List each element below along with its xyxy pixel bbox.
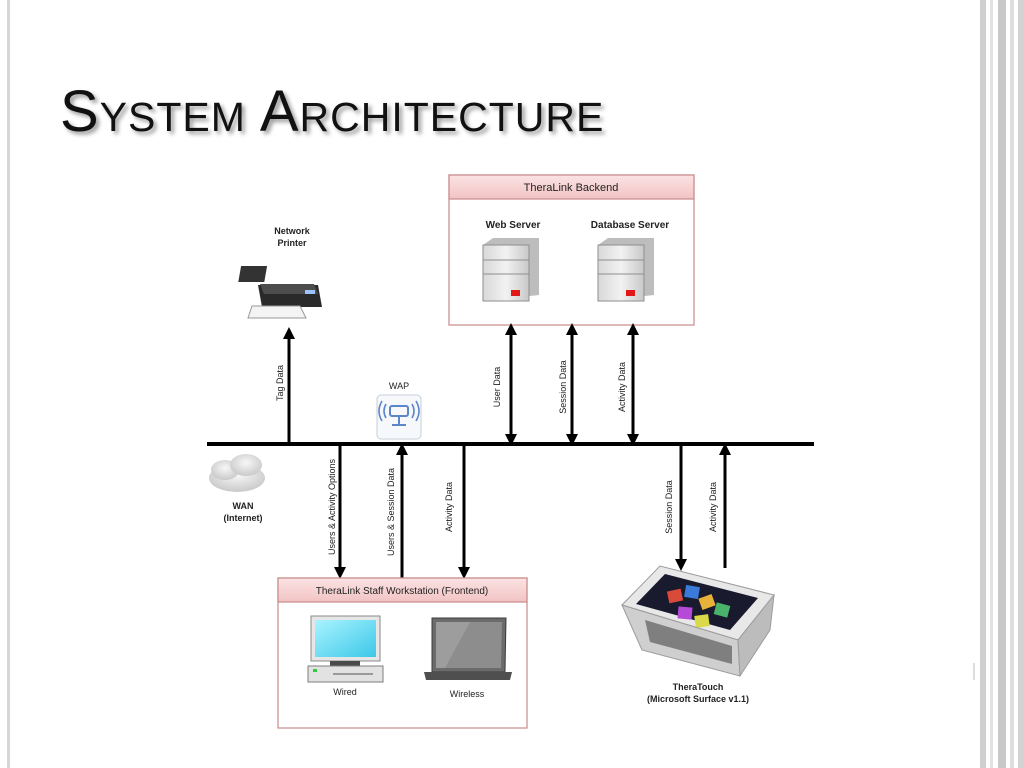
wired-label: Wired xyxy=(333,687,357,697)
svg-text:TheraTouch: TheraTouch xyxy=(673,682,724,692)
wan-label: WAN (Internet) xyxy=(224,501,263,523)
desktop-computer-icon xyxy=(307,615,384,683)
wireless-access-point-icon xyxy=(376,394,422,440)
users-activity-options-label: Users & Activity Options xyxy=(327,458,337,555)
theratouch-session-data-label: Session Data xyxy=(664,480,674,534)
cloud-icon xyxy=(209,454,265,492)
laptop-icon xyxy=(424,617,512,680)
wap-label: WAP xyxy=(389,381,409,391)
frontend-title: TheraLink Staff Workstation (Frontend) xyxy=(316,586,489,597)
wireless-label: Wireless xyxy=(450,689,485,699)
surface-table-icon xyxy=(621,565,775,678)
svg-text:Printer: Printer xyxy=(277,238,307,248)
users-session-data-label: Users & Session Data xyxy=(386,468,396,556)
theratouch-activity-data-label: Activity Data xyxy=(708,482,718,532)
left-border xyxy=(7,0,10,768)
database-server-label: Database Server xyxy=(591,220,669,231)
theratouch-label: TheraTouch (Microsoft Surface v1.1) xyxy=(647,682,749,704)
tag-data-label: Tag Data xyxy=(275,365,285,401)
activity-data-label: Activity Data xyxy=(617,362,627,412)
session-data-label: Session Data xyxy=(558,360,568,414)
slide-title: System Architecture xyxy=(60,79,605,144)
workstation-activity-data-label: Activity Data xyxy=(444,482,454,532)
web-server-icon xyxy=(482,238,539,302)
printer-icon xyxy=(238,266,322,319)
svg-text:(Microsoft Surface v1.1): (Microsoft Surface v1.1) xyxy=(647,694,749,704)
svg-text:Network: Network xyxy=(274,226,311,236)
right-border-rails xyxy=(976,0,1024,768)
network-printer-label: Network Printer xyxy=(274,226,311,248)
user-data-label: User Data xyxy=(492,367,502,408)
svg-text:WAN: WAN xyxy=(233,501,254,511)
database-server-icon xyxy=(597,238,654,302)
backend-title: TheraLink Backend xyxy=(524,182,619,194)
svg-text:(Internet): (Internet) xyxy=(224,513,263,523)
web-server-label: Web Server xyxy=(486,220,541,231)
